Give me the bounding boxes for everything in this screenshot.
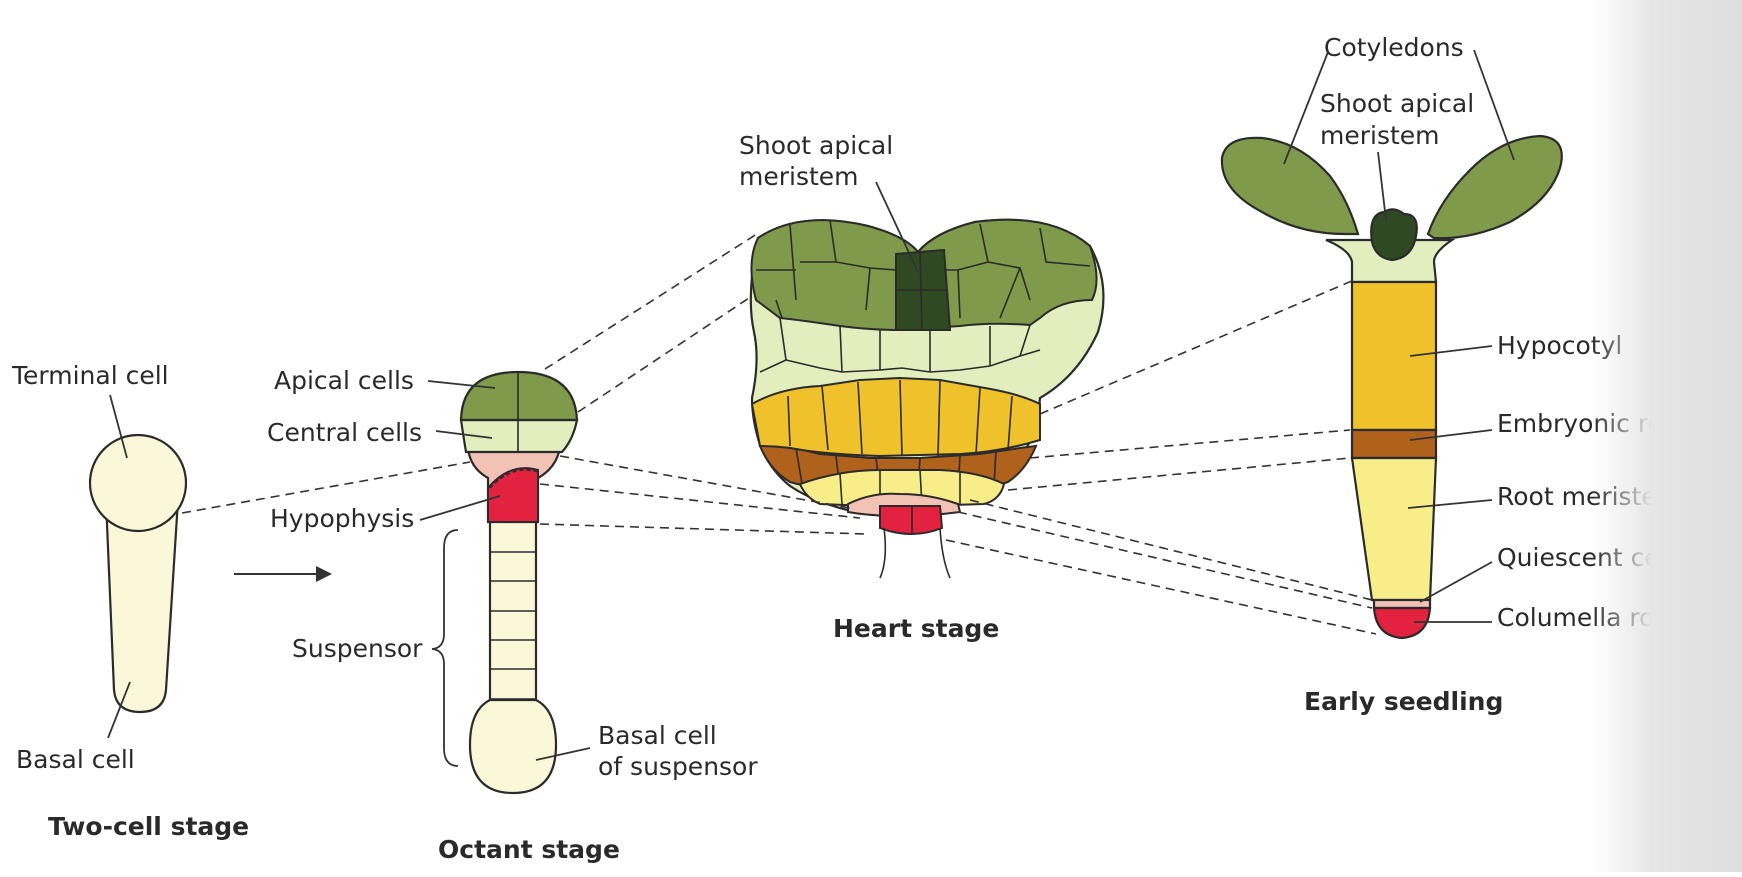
dash-heart-to-root-meristem — [1008, 458, 1350, 490]
basal-cell-of-suspensor-label-line2: of suspensor — [598, 752, 758, 781]
page-edge-shadow — [1592, 0, 1742, 872]
seedling-sam-label-line1: Shoot apical — [1320, 89, 1474, 118]
progression-arrow-icon — [234, 566, 332, 582]
apical-cells-label: Apical cells — [274, 366, 414, 395]
cotyledons-label: Cotyledons — [1324, 33, 1464, 62]
terminal-cell — [90, 435, 186, 531]
two-cell-embryo — [90, 435, 186, 712]
basal-cell-of-suspensor-label-line1: Basal cell — [598, 721, 717, 750]
dash-heart-to-embryonic-root — [1030, 430, 1350, 458]
early-seedling-title: Early seedling — [1304, 687, 1503, 716]
apical-cells — [461, 372, 577, 420]
basal-cell-of-suspensor — [470, 700, 556, 793]
dash-heart-to-quiescent-2 — [958, 512, 1372, 608]
terminal-cell-label: Terminal cell — [11, 361, 169, 390]
suspensor-brace — [432, 530, 458, 766]
basal-cell-label: Basal cell — [16, 745, 135, 774]
seedling-sam-leader — [1378, 152, 1386, 220]
central-cells-label: Central cells — [267, 418, 422, 447]
octant-stage-title: Octant stage — [438, 835, 620, 864]
heart-shoot-apical-meristem-label-line1: Shoot apical — [739, 131, 893, 160]
hypocotyl — [1352, 282, 1436, 430]
suspensor-column — [490, 520, 536, 720]
left-cotyledon — [1222, 138, 1358, 234]
dash-octant-to-heart-mid — [578, 296, 752, 412]
dash-octant-base-to-heart — [540, 524, 866, 534]
seedling-shoot-apical-meristem — [1371, 209, 1417, 260]
embryonic-root — [1352, 430, 1436, 458]
dash-heart-to-quiescent-1 — [970, 500, 1372, 600]
hypophysis-label: Hypophysis — [270, 504, 414, 533]
suspensor-label: Suspensor — [292, 634, 423, 663]
heart-embryo — [751, 220, 1104, 578]
root-meristem — [1352, 458, 1436, 600]
heart-shoot-apical-meristem-label-line2: meristem — [739, 162, 859, 191]
right-cotyledon — [1428, 136, 1562, 238]
seedling-sam-label-line2: meristem — [1320, 121, 1440, 150]
heart-hypophysis-cells — [880, 506, 942, 534]
two-cell-stage-title: Two-cell stage — [48, 812, 249, 841]
heart-orange-band — [752, 378, 1040, 456]
octant-embryo — [461, 372, 577, 793]
dash-heart-to-root-cap — [946, 540, 1376, 634]
dash-octant-to-heart-top — [545, 232, 760, 369]
columella-root-cap — [1374, 608, 1430, 638]
heart-stage-title: Heart stage — [833, 614, 999, 643]
cotyledons-leader-right — [1474, 50, 1514, 160]
